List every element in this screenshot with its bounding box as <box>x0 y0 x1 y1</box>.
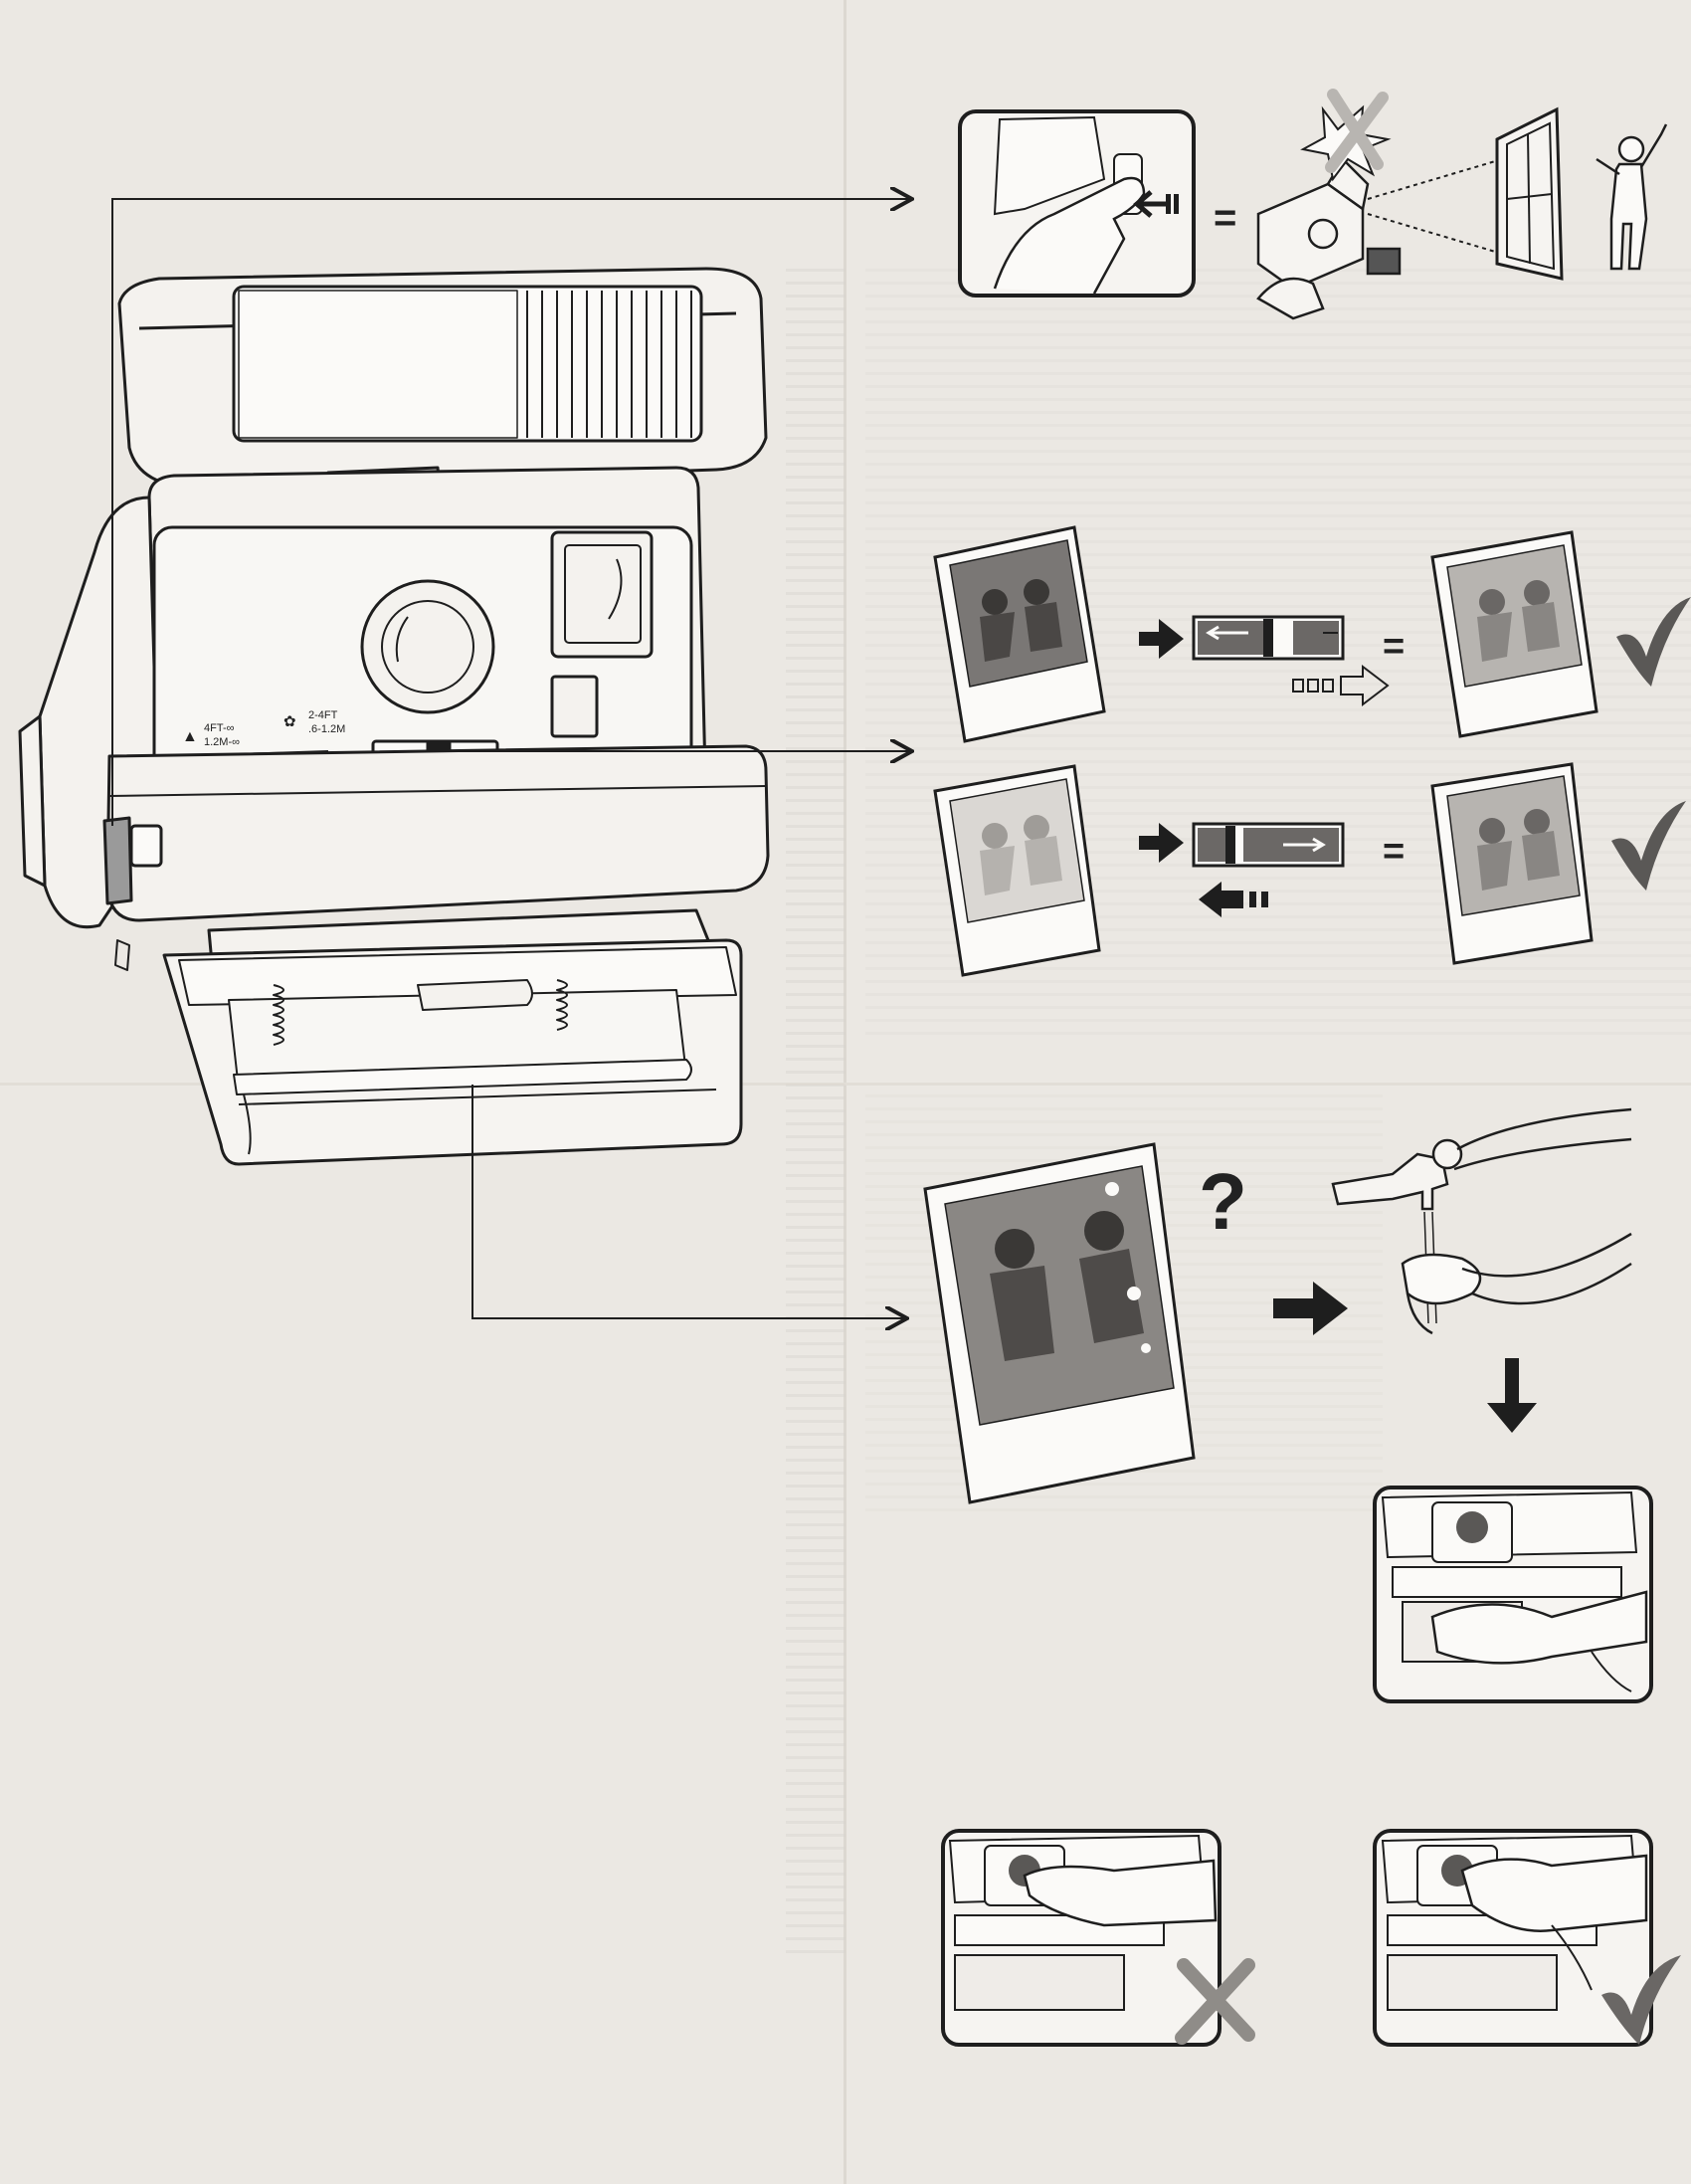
slide-direction-arrow-left <box>1199 882 1268 917</box>
film-door-springs <box>273 979 568 1046</box>
leader-line-shutter <box>111 199 910 826</box>
camera-self-timer-scene <box>1256 156 1402 320</box>
press-arrow-icon <box>1133 190 1169 218</box>
faucet-and-cloth-scene <box>1331 1107 1632 1335</box>
exposure-row-lighter: = <box>933 525 1691 743</box>
distance-labels: ▲ 4FT-∞ 1.2M-∞ ✿ 2-4FT .6-1.2M <box>182 709 345 748</box>
checkmark-icon <box>1616 597 1691 687</box>
cross-x-icon <box>1175 1958 1255 2045</box>
lighten-darken-slider-1 <box>1192 615 1345 661</box>
camera-illustration <box>18 267 770 1166</box>
photo-dark-before <box>933 525 1106 743</box>
chemical-spot <box>1141 1343 1151 1353</box>
window-illustration <box>1495 106 1564 281</box>
arrow-right-icon <box>1139 823 1184 863</box>
checkmark-icon <box>1611 801 1686 891</box>
light-path-lines <box>1367 158 1503 255</box>
lens-cloth-correct-panel <box>1373 1829 1681 2047</box>
arrow-right-icon <box>1273 1282 1348 1335</box>
shutter-press-panel <box>958 109 1196 298</box>
leader-lines <box>111 199 910 1318</box>
equals-sign-3: = <box>1383 831 1405 873</box>
lighten-darken-slider-2 <box>1192 822 1345 868</box>
flash-window-grille <box>526 291 692 438</box>
chemical-spot <box>1127 1287 1141 1300</box>
landscape-tree-icon: ▲ <box>182 728 198 745</box>
exposure-row-darker: = <box>933 762 1686 977</box>
spotted-photo <box>923 1142 1196 1504</box>
clean-rollers-panel <box>1373 1486 1653 1703</box>
landscape-distance-m: 1.2M-∞ <box>204 736 240 748</box>
checkmark-icon <box>1601 1955 1681 2045</box>
leader-line-rollers <box>471 1085 905 1318</box>
closeup-distance-m: .6-1.2M <box>308 723 345 735</box>
equals-sign-2: = <box>1383 626 1405 668</box>
paper-fold-horizontal <box>0 1083 1691 1086</box>
slide-direction-arrow-right <box>1292 664 1390 707</box>
chemical-spot <box>1105 1182 1119 1196</box>
reverse-side-text-left <box>786 269 846 1960</box>
arrow-down-icon <box>1487 1358 1537 1433</box>
photo-correct-after-2 <box>1430 762 1594 965</box>
arrow-right-icon <box>1139 619 1184 659</box>
closeup-flower-icon: ✿ <box>283 713 296 730</box>
question-mark: ? <box>1199 1157 1247 1246</box>
photo-light-before <box>933 764 1101 977</box>
lens-finger-wrong-panel <box>941 1829 1255 2047</box>
landscape-distance-ft: 4FT-∞ <box>204 722 234 734</box>
closeup-distance-ft: 2-4FT <box>308 709 338 721</box>
paper-fold-vertical <box>844 0 846 2184</box>
no-flash-x-icon <box>1300 89 1392 182</box>
equals-sign-1: = <box>1214 196 1236 240</box>
person-silhouette <box>1596 123 1668 271</box>
photo-correct-after <box>1430 530 1598 738</box>
